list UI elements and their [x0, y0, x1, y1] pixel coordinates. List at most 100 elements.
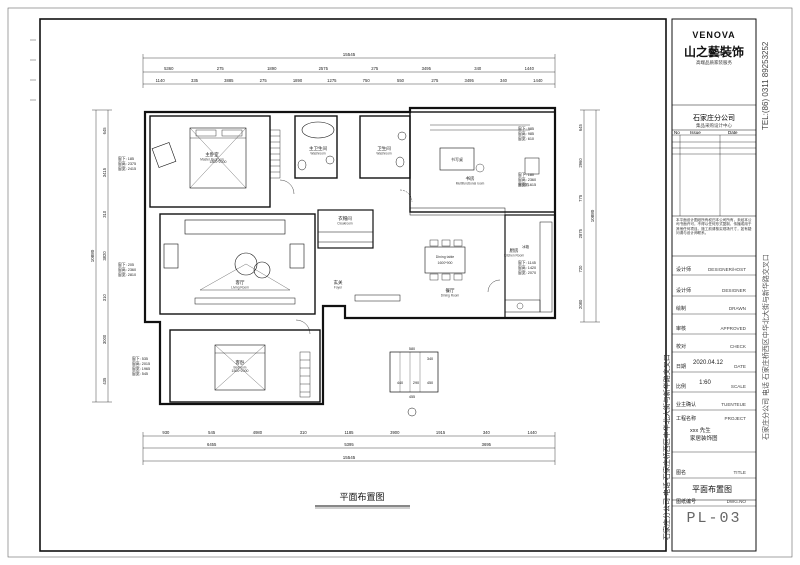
bottom-dimension-lines	[142, 432, 556, 465]
room-label-en-entry: Foyer	[334, 286, 343, 290]
room-label-entry: 玄关	[334, 279, 343, 286]
tb-row-cn-3: 审核	[676, 325, 686, 332]
window-note-guest_win-3: 窗宽: 545	[132, 371, 148, 376]
dim-top-row2-9: 3495	[465, 78, 475, 83]
window-note-living_win-1: 窗高: 2360	[118, 267, 136, 272]
dim-left-1: 3415	[102, 167, 107, 177]
sofa-armchair-right	[289, 243, 305, 269]
dwg-no-large: PL-03	[686, 510, 741, 527]
window-note-kitchen_win-0: 窗下: 1145	[518, 260, 536, 265]
tb-row-en-8: PROJECT	[725, 416, 747, 421]
left-dimension-lines	[92, 109, 112, 403]
toilet-2	[397, 131, 407, 141]
room-label-master: 主卧室	[205, 151, 219, 158]
guest-wardrobe	[299, 351, 311, 398]
dim-top-row1-2: 1890	[267, 66, 277, 71]
dim-bottom-row1-8: 1440	[527, 430, 537, 435]
study-walls	[409, 111, 556, 213]
room-label-en-master: Master Bedroom	[200, 158, 224, 162]
tb-row-cn-1: 设计师	[676, 287, 691, 294]
stair-dim-0: 580	[409, 347, 415, 351]
dim-top-row1-6: 340	[474, 66, 482, 71]
window-note-study_win-2: 窗宽: 1615	[518, 182, 536, 187]
study-chair	[475, 163, 485, 173]
window-note-master_win-0: 窗下: 185	[118, 156, 134, 161]
room-label-en-main_bath: Washroom	[310, 152, 326, 156]
master-bed	[189, 127, 247, 189]
sofa	[184, 219, 286, 235]
stair-dim-5: 455	[409, 395, 415, 399]
dim-bottom-row1-1: 545	[208, 430, 216, 435]
top-dimension-lines	[142, 54, 556, 88]
dim-right-3: 2875	[578, 228, 583, 238]
tb-row-cn-9: 图名	[676, 469, 686, 476]
dim-top-row2-1: 335	[191, 78, 199, 83]
dim-bottom-total: 15545	[343, 455, 356, 460]
dim-bottom-row1-2: 4980	[253, 430, 263, 435]
window-note-guest_win-2: 窗宽: 1965	[132, 366, 150, 371]
stair-dim-2: 440	[397, 381, 403, 385]
tb-row-cn-10: 图纸编号	[676, 498, 696, 505]
no-label: No	[674, 130, 680, 135]
dim-top-row2-0: 1140	[156, 78, 166, 83]
dim-top-row2-5: 1275	[327, 78, 337, 83]
dim-bottom-row1-7: 340	[483, 430, 491, 435]
dim-left-6: 435	[102, 377, 107, 385]
dim-top-row1-7: 1440	[525, 66, 535, 71]
door-swing-4	[487, 279, 501, 293]
window-note-master_win-2: 窗宽: 2415	[118, 166, 136, 171]
window-note-study_win-0: 窗下: 180	[518, 172, 534, 177]
copyright-note: 本平面设计图纸所有权归本公司所有，未经本公司书面许可，不得以任何形式复制、传播或…	[676, 218, 752, 236]
room-label-en-study: Multifunctional room	[456, 182, 485, 186]
door-swing-1	[279, 179, 295, 195]
room-label-cloak: 衣帽间	[338, 215, 352, 222]
window-note-living_win-2: 窗宽: 2810	[118, 272, 136, 277]
window-note-guest_win-0: 窗下: 535	[132, 356, 148, 361]
exterior-walls	[143, 106, 557, 406]
room-label-guest: 客卧	[236, 359, 245, 366]
guest-bed	[214, 344, 266, 391]
dim-left-3: 3820	[102, 251, 107, 261]
dim-bottom-row2-1: 5395	[344, 442, 354, 447]
right-dimension-lines	[580, 109, 600, 323]
dim-right-1: 2960	[578, 158, 583, 168]
tb-row-en-3: APPROVED	[720, 326, 746, 331]
sink-main	[297, 159, 307, 171]
dim-bottom-row1-3: 310	[300, 430, 308, 435]
dim-right-4: 720	[578, 265, 583, 273]
dim-top-row1-0: 5360	[164, 66, 174, 71]
dining-table-size: 1600*900	[438, 261, 453, 265]
tb-date-value: 2020.04.12	[693, 360, 724, 366]
kitchen-counter-bottom	[504, 299, 541, 313]
tb-row-en-4: CHECK	[730, 344, 747, 349]
dim-right-0: 645	[578, 124, 583, 132]
stair-dim-4: 450	[427, 381, 433, 385]
entry-cabinet	[354, 294, 401, 302]
bed-guest-size: 1500*2000	[232, 369, 249, 373]
tb-row-cn-6: 比例	[676, 383, 686, 390]
tb-scale-value: 1:60	[699, 380, 711, 386]
kitchen-counter	[539, 221, 553, 313]
room-label-dining: 餐厅	[446, 287, 455, 294]
company-name: 石家庄分公司	[693, 113, 735, 122]
dim-bottom-row1-6: 1915	[436, 430, 446, 435]
tb-row-cn-5: 日期	[676, 364, 686, 370]
stair-dim-3: 290	[413, 381, 419, 385]
dim-bottom-row1-0: 930	[162, 430, 170, 435]
washer-label: 洗衣机	[518, 182, 529, 187]
armchair	[151, 142, 177, 168]
coffee-table-2	[253, 261, 271, 279]
dim-bottom-row2-0: 6455	[207, 442, 217, 447]
plan-bottom-title: 平面布置图	[339, 491, 384, 502]
tb-project-line1: xxx 先生	[690, 426, 711, 434]
tb-row-en-6: SCALE	[731, 384, 746, 389]
tb-row-en-5: DATE	[734, 364, 746, 369]
window-note-bath_win-1: 窗高: 985	[518, 131, 534, 136]
dim-top-row1-3: 2575	[319, 66, 329, 71]
sheet-inner-border	[39, 18, 667, 552]
window-note-bath_win-2: 窗宽: 610	[518, 136, 534, 141]
issue-label: Issue	[690, 130, 701, 135]
